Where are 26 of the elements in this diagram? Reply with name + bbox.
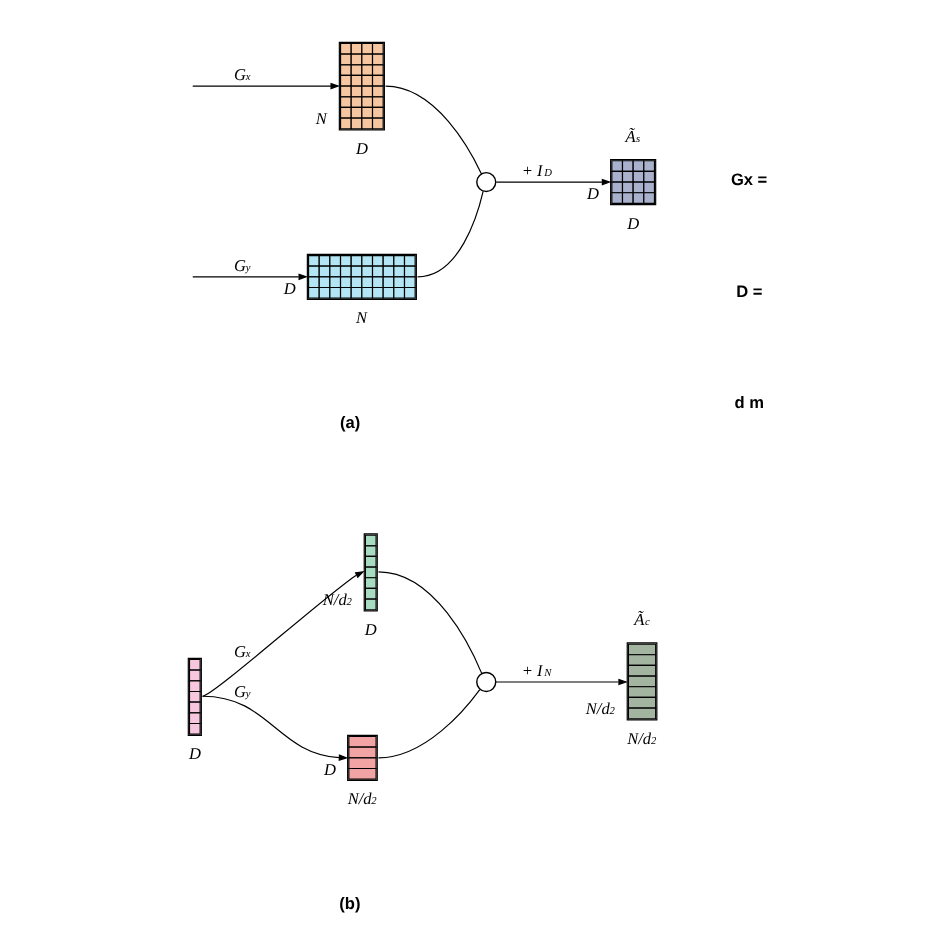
connector (383, 84, 482, 174)
arrow (494, 177, 611, 185)
arrow (494, 677, 627, 685)
arrow (191, 272, 307, 280)
node-circle (475, 170, 496, 192)
node-label: D (322, 759, 335, 778)
node-label: D (354, 138, 367, 157)
node-label: D (585, 183, 598, 202)
arrow (200, 570, 364, 696)
node-label: D (282, 278, 295, 297)
arrow (200, 694, 348, 760)
connector (376, 570, 482, 673)
label: d m (733, 391, 763, 411)
label: D = (735, 279, 762, 300)
arrow (191, 81, 339, 89)
node-label: N (354, 308, 366, 327)
node-label: D (187, 744, 200, 763)
label: Gx = (729, 168, 767, 189)
node-label: D (626, 213, 639, 232)
node-circle (475, 670, 496, 692)
label: (a) (338, 411, 360, 432)
connector (376, 688, 480, 758)
node-label: D (363, 619, 376, 638)
connector (415, 189, 483, 277)
label: (b) (338, 892, 360, 913)
node-label: N (314, 109, 326, 128)
